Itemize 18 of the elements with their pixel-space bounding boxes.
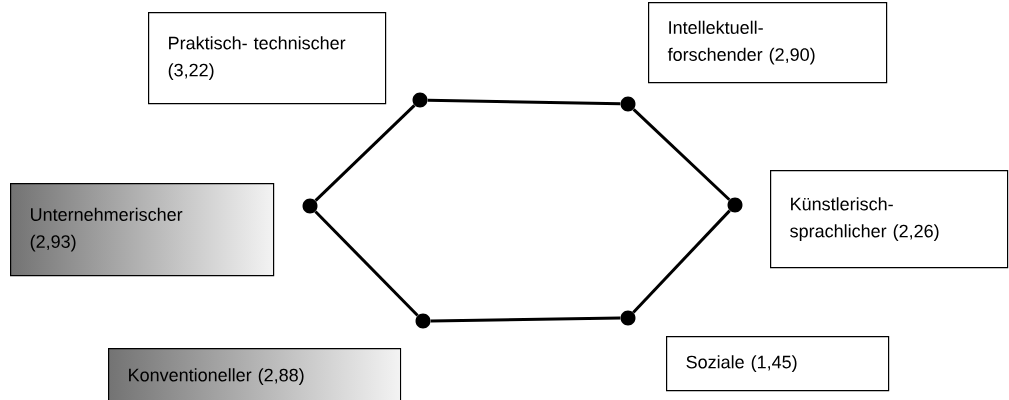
dot [415, 313, 431, 329]
dot [620, 310, 636, 326]
hexagon-side [632, 108, 731, 201]
hexagon-side [314, 104, 416, 202]
label-box: Künstlerisch- sprachlicher (2,26) [770, 170, 1009, 269]
label-box: Praktisch- technischer (3,22) [148, 12, 387, 105]
hexagon-side [632, 209, 731, 314]
hexagon-side [427, 98, 621, 106]
shaded-label-box: Konventioneller (2,88) [108, 348, 402, 400]
dot [620, 96, 636, 112]
label-box: Intellektuell- forschender (2,90) [648, 2, 888, 84]
label-box: Soziale (1,45) [666, 336, 890, 392]
dot [412, 92, 428, 108]
dot [302, 198, 318, 214]
dot [727, 197, 743, 213]
hexagon-side [314, 210, 419, 317]
hexagon-side [430, 316, 621, 323]
shaded-label-box: Unternehmerischer (2,93) [10, 183, 275, 277]
